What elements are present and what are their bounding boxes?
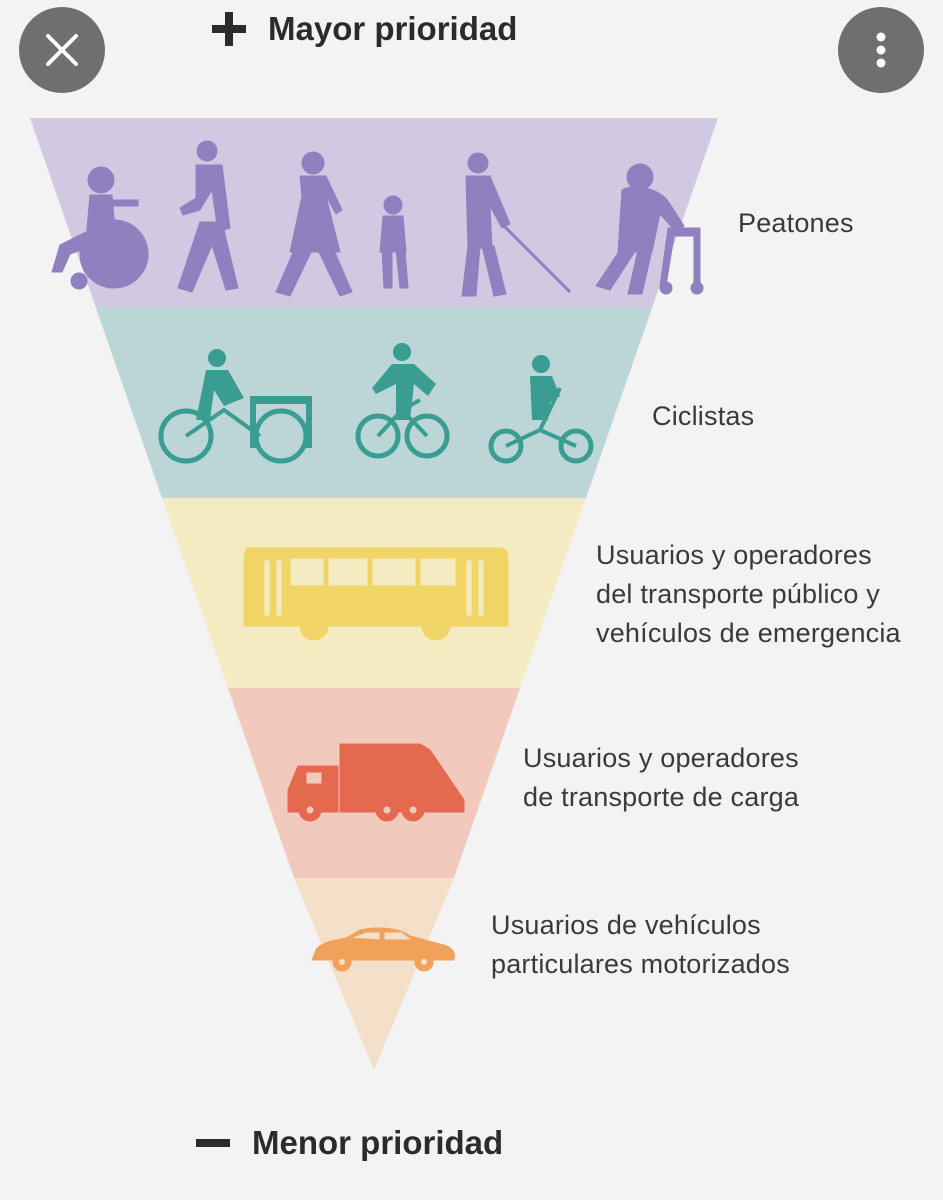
bicycle-rider-figure [355,343,450,459]
elderly-with-walker-figure [595,163,704,295]
more-options-button[interactable] [838,7,924,93]
bottom-priority-text: Menor prioridad [252,1124,504,1161]
tier-2-band [96,308,652,498]
more-vertical-icon [876,32,886,68]
walking-woman-figure [275,151,353,297]
tier-3-label: Usuarios y operadores del transporte públ… [596,536,901,653]
tier-label-line: Usuarios y operadores [596,540,872,570]
tier-label-line: vehículos de emergencia [596,618,901,648]
tier-label-line: Peatones [738,208,854,238]
tier-5-label: Usuarios de vehículos particulares motori… [491,906,790,984]
wheelchair-user-figure [51,166,149,290]
cyclists-icon [158,343,594,464]
tier-4-label: Usuarios y operadores de transporte de ca… [523,739,799,817]
tier-label-line: Usuarios y operadores [523,743,799,773]
tier-label-line: Usuarios de vehículos [491,910,761,940]
pedestrians-icon [51,140,704,297]
car-icon [311,927,455,972]
tier-label-line: Ciclistas [652,401,755,431]
bus-icon [243,547,509,641]
tier-label-line: particulares motorizados [491,949,790,979]
close-button[interactable] [19,7,105,93]
tier-label-line: de transporte de carga [523,782,800,812]
top-priority-label: Mayor prioridad [208,8,517,50]
tier-1-label: Peatones [738,204,854,243]
tier-label-line: del transporte público y [596,579,880,609]
blind-person-figure [461,152,572,297]
top-priority-text: Mayor prioridad [268,10,518,47]
child-figure [379,195,409,289]
minus-icon [196,1139,230,1147]
cargo-tricycle-figure [158,349,312,464]
folding-bike-rider-figure [488,355,594,464]
close-icon [46,34,78,66]
plus-icon [212,12,246,46]
bottom-priority-label: Menor prioridad [192,1122,503,1164]
tier-2-label: Ciclistas [652,397,754,436]
walking-man-figure [177,140,239,293]
tier-5-band [294,878,454,1070]
truck-icon [287,743,465,822]
